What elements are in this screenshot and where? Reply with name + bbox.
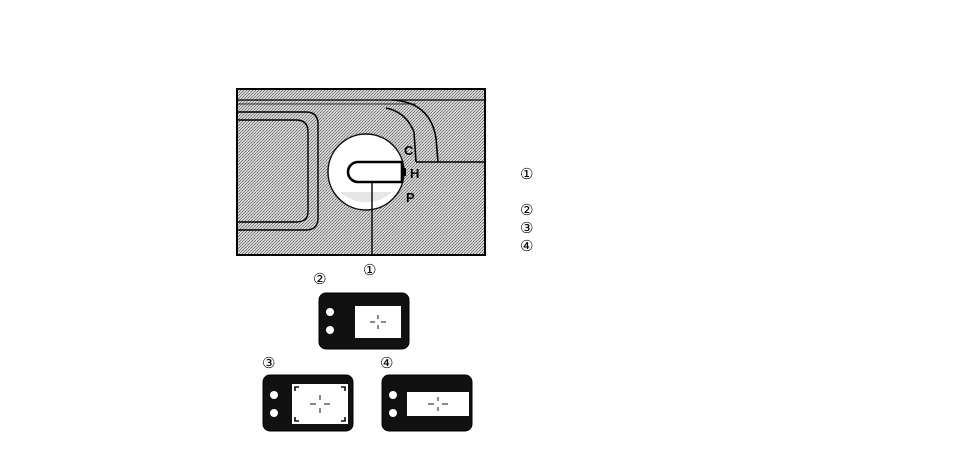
mode-label-c: C: [404, 143, 414, 158]
viewfinder-p: [381, 374, 473, 437]
camera-top-panel-drawing: C H P: [236, 88, 486, 256]
viewfinder-p-drawing: [381, 374, 473, 432]
indicator-dot-bottom: [326, 326, 334, 334]
indicator-dot-bottom: [389, 409, 397, 417]
indicator-dot-top: [389, 391, 397, 399]
legend-item-2: ②: [520, 203, 533, 218]
dial-pointer-tick: [402, 168, 406, 176]
viewfinder-4-label: ④: [380, 356, 393, 371]
frame-area: [355, 306, 401, 338]
legend-item-3: ③: [520, 221, 533, 236]
frame-area: [292, 384, 348, 424]
indicator-dot-top: [326, 308, 334, 316]
viewfinder-3-label: ③: [262, 356, 275, 371]
viewfinder-c: [318, 292, 410, 355]
frame-area: [407, 392, 469, 416]
viewfinder-h-drawing: [262, 374, 354, 432]
viewfinder-h: [262, 374, 354, 437]
indicator-dot-top: [270, 391, 278, 399]
legend-item-1: ①: [520, 167, 533, 182]
indicator-dot-bottom: [270, 409, 278, 417]
dial-lever[interactable]: [348, 162, 402, 182]
viewfinder-2-label: ②: [313, 272, 326, 287]
mode-label-h: H: [410, 166, 419, 181]
dial-callout-1: ①: [363, 263, 376, 278]
viewfinder-c-drawing: [318, 292, 410, 350]
legend-item-4: ④: [520, 239, 533, 254]
camera-top-panel: C H P: [236, 88, 486, 256]
mode-label-p: P: [406, 190, 415, 205]
